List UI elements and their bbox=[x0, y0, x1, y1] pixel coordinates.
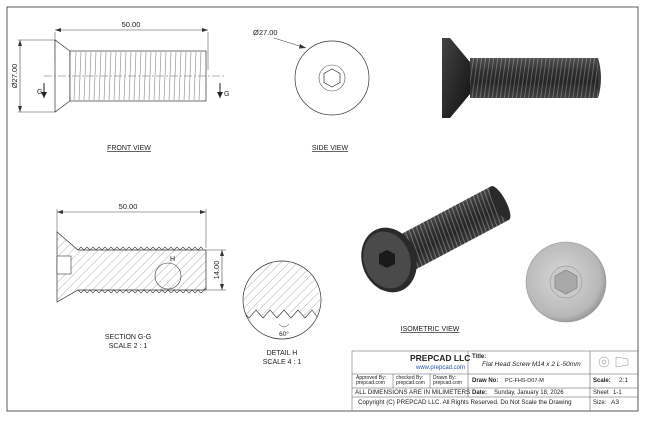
drawing-title: Flat Head Screw M14 x 2 L-50mm bbox=[482, 361, 581, 368]
detail-view: 60° DETAIL H SCALE 4 : 1 bbox=[242, 260, 322, 366]
sheet-label: Sheet bbox=[593, 390, 609, 396]
render-end-3d bbox=[525, 241, 607, 323]
section-mark-right: G bbox=[224, 91, 229, 98]
section-view: 50.00 H 14.00 SECTION G-G SCALE 2 : 1 bbox=[56, 202, 226, 350]
front-view: 50.00 Ø27.00 G G FRONT VIEW bbox=[10, 20, 229, 152]
approved-value: prepcad.com bbox=[356, 380, 385, 386]
scale-value: 2:1 bbox=[619, 377, 629, 384]
sheet-border bbox=[6, 6, 639, 412]
side-view-label: SIDE VIEW bbox=[312, 145, 349, 152]
section-mark-left: G bbox=[37, 89, 42, 96]
detail-label: DETAIL H bbox=[267, 350, 298, 357]
detail-scale-label: SCALE 4 : 1 bbox=[263, 359, 302, 366]
dimensions-note: ALL DIMENSIONS ARE IN MILIMETERS bbox=[355, 389, 471, 396]
section-label: SECTION G-G bbox=[105, 334, 151, 341]
drawn-label: Drawn By: bbox=[433, 375, 457, 381]
section-height-dimension: 14.00 bbox=[212, 261, 221, 280]
section-length-dimension: 50.00 bbox=[119, 202, 138, 211]
size-value: A3 bbox=[611, 399, 619, 406]
approved-label: Approved By: bbox=[356, 375, 387, 381]
section-scale-label: SCALE 2 : 1 bbox=[109, 343, 148, 350]
checked-value: prepcad.com bbox=[396, 380, 425, 386]
side-view: Ø27.00 SIDE VIEW bbox=[253, 28, 370, 152]
date-label: Date: bbox=[472, 390, 488, 396]
company-website[interactable]: www.prepcad.com bbox=[416, 365, 466, 371]
copyright-notice: Copyright (C) PREPCAD LLC. All Rights Re… bbox=[358, 399, 572, 406]
checked-label: checked By: bbox=[396, 375, 424, 381]
side-diameter-dimension: Ø27.00 bbox=[253, 28, 278, 37]
isometric-view-label: ISOMETRIC VIEW bbox=[401, 326, 460, 333]
front-length-dimension: 50.00 bbox=[122, 20, 141, 29]
date-value: Sunday, January 18, 2026 bbox=[494, 390, 564, 396]
drawno-label: Draw No: bbox=[472, 378, 499, 384]
detail-mark: H bbox=[170, 256, 175, 263]
title-label: Title: bbox=[472, 354, 487, 360]
company-name: PREPCAD LLC bbox=[410, 353, 471, 363]
drawno-value: PC-FHS-D07-M bbox=[505, 378, 544, 384]
isometric-view: ISOMETRIC VIEW bbox=[361, 186, 511, 333]
drawn-value: prepcad.com bbox=[433, 380, 462, 386]
sheet-value: 1-1 bbox=[613, 390, 622, 396]
front-view-label: FRONT VIEW bbox=[107, 145, 151, 152]
projection-symbol-icon bbox=[598, 356, 629, 368]
detail-angle: 60° bbox=[279, 330, 289, 338]
size-label: Size: bbox=[593, 400, 607, 406]
title-block-grid bbox=[351, 350, 639, 412]
render-side-3d bbox=[442, 38, 601, 118]
front-diameter-dimension: Ø27.00 bbox=[10, 64, 19, 89]
scale-label: Scale: bbox=[593, 378, 611, 384]
